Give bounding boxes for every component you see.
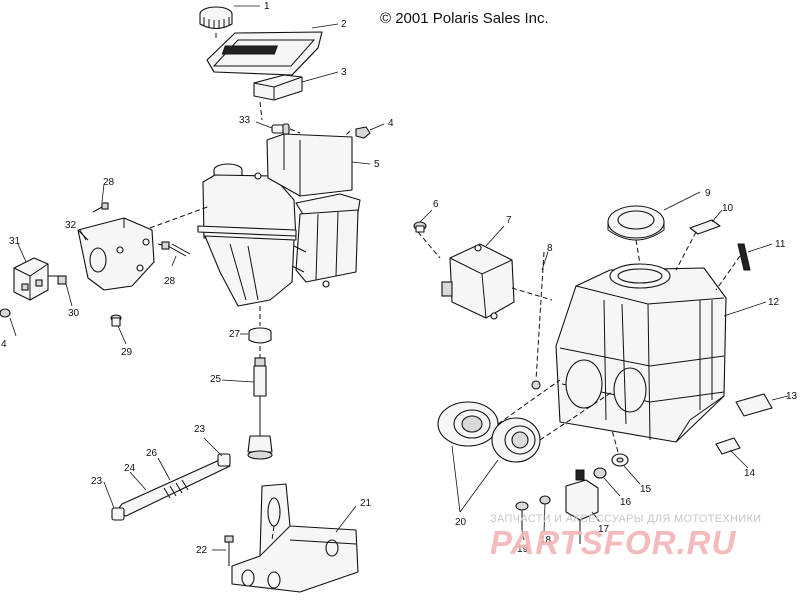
part-cover bbox=[206, 31, 323, 76]
callout-24: 24 bbox=[124, 463, 136, 474]
part-label-14 bbox=[715, 437, 741, 455]
part-nut-4-left bbox=[0, 308, 11, 318]
callout-4-upper: 4 bbox=[388, 118, 394, 129]
callout-31: 31 bbox=[9, 236, 21, 247]
part-mount-plate-21 bbox=[231, 483, 359, 593]
part-nut-4-upper bbox=[355, 126, 371, 139]
assembly-lines bbox=[149, 33, 741, 541]
part-label-13 bbox=[735, 393, 773, 417]
part-bolt-28-lower bbox=[161, 241, 191, 257]
callout-29: 29 bbox=[121, 347, 133, 358]
callout-27: 27 bbox=[229, 329, 241, 340]
callout-30: 30 bbox=[68, 308, 80, 319]
part-relay-17 bbox=[565, 469, 599, 544]
part-stud-28-upper bbox=[92, 202, 109, 213]
callout-32: 32 bbox=[65, 220, 77, 231]
callout-5: 5 bbox=[374, 159, 380, 170]
part-bolt-22 bbox=[224, 535, 234, 566]
part-clip-30 bbox=[57, 275, 67, 285]
callout-23-lower: 23 bbox=[91, 476, 103, 487]
callout-18: 18 bbox=[540, 535, 552, 546]
part-nut-15 bbox=[611, 453, 629, 467]
callout-11: 11 bbox=[775, 239, 786, 250]
callout-14: 14 bbox=[744, 468, 756, 479]
callout-17: 17 bbox=[598, 524, 610, 535]
callout-16: 16 bbox=[620, 497, 632, 508]
part-sleeve-23-upper bbox=[217, 453, 231, 467]
part-bolt-19 bbox=[515, 501, 529, 530]
part-bracket-32 bbox=[77, 217, 155, 291]
callout-10: 10 bbox=[722, 203, 734, 214]
part-airbox-12 bbox=[555, 263, 727, 443]
part-clip-11 bbox=[737, 243, 751, 271]
part-washer-18 bbox=[539, 495, 551, 505]
part-push-clip-6 bbox=[413, 221, 427, 233]
part-grommet-27 bbox=[248, 327, 272, 344]
part-bolt-33 bbox=[271, 123, 290, 135]
callout-7: 7 bbox=[506, 215, 512, 226]
watermark-caption: ЗАПЧАСТИ И АКСЕССУАРЫ ДЛЯ МОТОТЕХНИКИ bbox=[490, 513, 762, 525]
callout-4-left: 4 bbox=[1, 339, 7, 350]
callout-21: 21 bbox=[360, 498, 372, 509]
callout-28-upper: 28 bbox=[103, 177, 115, 188]
callout-12: 12 bbox=[768, 297, 780, 308]
callout-8: 8 bbox=[547, 243, 553, 254]
callout-2: 2 bbox=[341, 19, 347, 30]
callout-26: 26 bbox=[146, 448, 158, 459]
part-tank-assembly bbox=[197, 133, 361, 307]
part-boot-20-right bbox=[491, 417, 541, 463]
callout-22: 22 bbox=[196, 545, 208, 556]
callout-1: 1 bbox=[264, 1, 270, 12]
part-actuator-31 bbox=[13, 257, 58, 301]
part-sender-25 bbox=[247, 357, 273, 460]
part-label-10 bbox=[689, 219, 721, 235]
callout-28-lower: 28 bbox=[164, 276, 176, 287]
part-washer-16 bbox=[593, 467, 607, 479]
callout-23-upper: 23 bbox=[194, 424, 206, 435]
part-filler-cap bbox=[199, 6, 233, 30]
callout-19: 19 bbox=[517, 544, 529, 555]
part-foam-block bbox=[253, 74, 303, 101]
part-ring-9 bbox=[607, 205, 665, 241]
copyright-notice: © 2001 Polaris Sales Inc. bbox=[380, 10, 549, 27]
part-screw-8 bbox=[531, 380, 541, 390]
part-sleeve-23-lower bbox=[111, 507, 125, 521]
callout-9: 9 bbox=[705, 188, 711, 199]
leader-lines bbox=[9, 5, 789, 551]
watermark-brand: PARTSFOR.RU bbox=[490, 524, 737, 561]
callout-6: 6 bbox=[433, 199, 439, 210]
part-module-7 bbox=[441, 243, 515, 320]
callout-labels: 1 2 3 4 4 5 6 7 8 9 10 11 12 13 14 15 16… bbox=[1, 1, 798, 556]
part-boot-20-left bbox=[437, 401, 499, 447]
part-screw-29 bbox=[110, 314, 122, 327]
callout-33: 33 bbox=[239, 115, 251, 126]
callout-15: 15 bbox=[640, 484, 652, 495]
callout-3: 3 bbox=[341, 67, 347, 78]
callout-20: 20 bbox=[455, 517, 467, 528]
callout-13: 13 bbox=[786, 391, 798, 402]
callout-25: 25 bbox=[210, 374, 222, 385]
